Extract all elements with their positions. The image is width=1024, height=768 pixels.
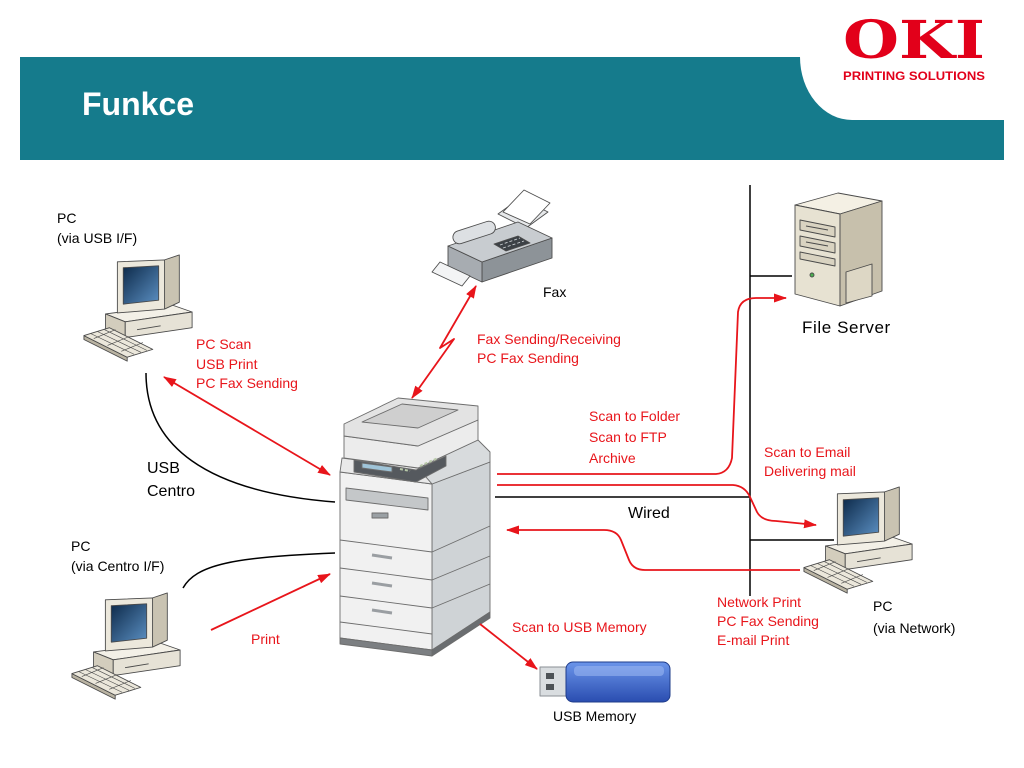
fax-keypad	[493, 235, 531, 252]
pc-centro-interface: (via Centro I/F)	[71, 558, 165, 574]
function-label: Network Print	[717, 594, 802, 610]
mfp-base-side	[431, 611, 491, 657]
scan-to-email-arrow	[497, 484, 817, 529]
server-drive-slot	[805, 225, 829, 247]
function-label: E-mail Print	[717, 632, 790, 648]
pc-centro-caption: PC (via Centro I/F)	[71, 536, 164, 576]
cable-label-usb: USB	[147, 460, 180, 477]
oki-logo-tagline: PRINTING SOLUTIONS	[843, 69, 985, 83]
scan-to-folder-arrow	[497, 293, 787, 475]
fax-paper	[502, 189, 551, 225]
fax-handset	[452, 220, 496, 245]
mfp-feeder-tray	[361, 403, 459, 429]
oki-logo: OKI PRINTING SOLUTIONS	[843, 10, 985, 83]
pc-network-caption: PC (via Network)	[873, 595, 955, 639]
mfp-brand-plate	[371, 512, 389, 519]
function-label: Scan to Folder	[589, 408, 681, 424]
mfp-panel-keys	[399, 457, 439, 472]
print-arrow	[210, 573, 331, 631]
connection-lines	[145, 185, 834, 596]
fax-machine-icon	[431, 189, 553, 287]
usb-connector-hole	[546, 684, 554, 690]
file-server-icon	[794, 192, 883, 307]
fax-arrow	[411, 285, 477, 399]
scan-to-usb-arrow	[479, 623, 538, 670]
mfp-drawer-handles	[371, 553, 393, 615]
usb-connector-hole	[546, 673, 554, 679]
pc-usb-icon	[83, 254, 193, 362]
file-server-functions: Scan to Folder Scan to FTP Archive	[589, 406, 680, 469]
network-pc-functions: Network Print PC Fax Sending E-mail Prin…	[717, 593, 819, 650]
function-label: Fax Sending/Receiving	[477, 331, 621, 347]
usb-memory-function: Scan to USB Memory	[512, 619, 647, 635]
oki-logo-wordmark: OKI	[843, 10, 985, 71]
network-print-arrow	[506, 525, 800, 571]
pc-usb-caption: PC (via USB I/F)	[57, 208, 137, 248]
function-label: PC Scan	[196, 336, 252, 352]
print-function: Print	[251, 631, 280, 647]
cable-caption: USB Centro	[147, 457, 195, 503]
server-drive-bay	[799, 251, 836, 267]
function-label: Scan to Email	[764, 444, 851, 460]
multifunction-printer-icon	[339, 397, 491, 657]
function-label: PC Fax Sending	[477, 350, 579, 366]
pc-centro-label: PC	[71, 538, 91, 554]
logo-panel	[800, 57, 1004, 120]
mfp-output-slot	[345, 487, 429, 511]
fax-keypad-keys	[499, 237, 525, 249]
pc-usb-interface: (via USB I/F)	[57, 230, 138, 246]
mfp-drawer-lines	[339, 539, 433, 635]
function-label: PC Fax Sending	[717, 613, 819, 629]
file-server-label: File Server	[802, 318, 891, 337]
pc-centro-icon	[71, 592, 181, 700]
email-functions: Scan to Email Delivering mail	[764, 443, 856, 480]
mfp-drawer-side-lines	[431, 525, 491, 609]
function-label: USB Print	[196, 355, 258, 372]
mfp-panel-display	[361, 462, 393, 473]
cable-label-centro: Centro	[147, 483, 196, 500]
centro-cable	[182, 552, 336, 589]
usb-memory-icon	[539, 661, 671, 703]
function-arrows	[163, 285, 817, 670]
usb-memory-label: USB Memory	[553, 708, 637, 724]
server-side-door	[845, 263, 873, 304]
server-power-led	[809, 272, 815, 278]
function-label: Delivering mail	[764, 462, 856, 479]
function-label: Scan to FTP	[589, 429, 667, 445]
function-label: PC Fax Sending	[196, 375, 298, 391]
usb-connector	[539, 666, 569, 697]
usb-body-highlight	[574, 666, 664, 676]
function-label: Archive	[589, 450, 636, 466]
fax-label: Fax	[543, 284, 567, 300]
pc-network-interface: (via Network)	[873, 620, 956, 636]
fax-functions: Fax Sending/Receiving PC Fax Sending	[477, 330, 621, 368]
slide-title: Funkce	[82, 86, 195, 122]
pc-usb-arrow	[163, 376, 331, 476]
wired-label: Wired	[628, 505, 670, 522]
pc-usb-label: PC	[57, 210, 77, 226]
pc-usb-functions: PC Scan USB Print PC Fax Sending	[196, 335, 298, 394]
pc-network-label: PC	[873, 598, 893, 614]
